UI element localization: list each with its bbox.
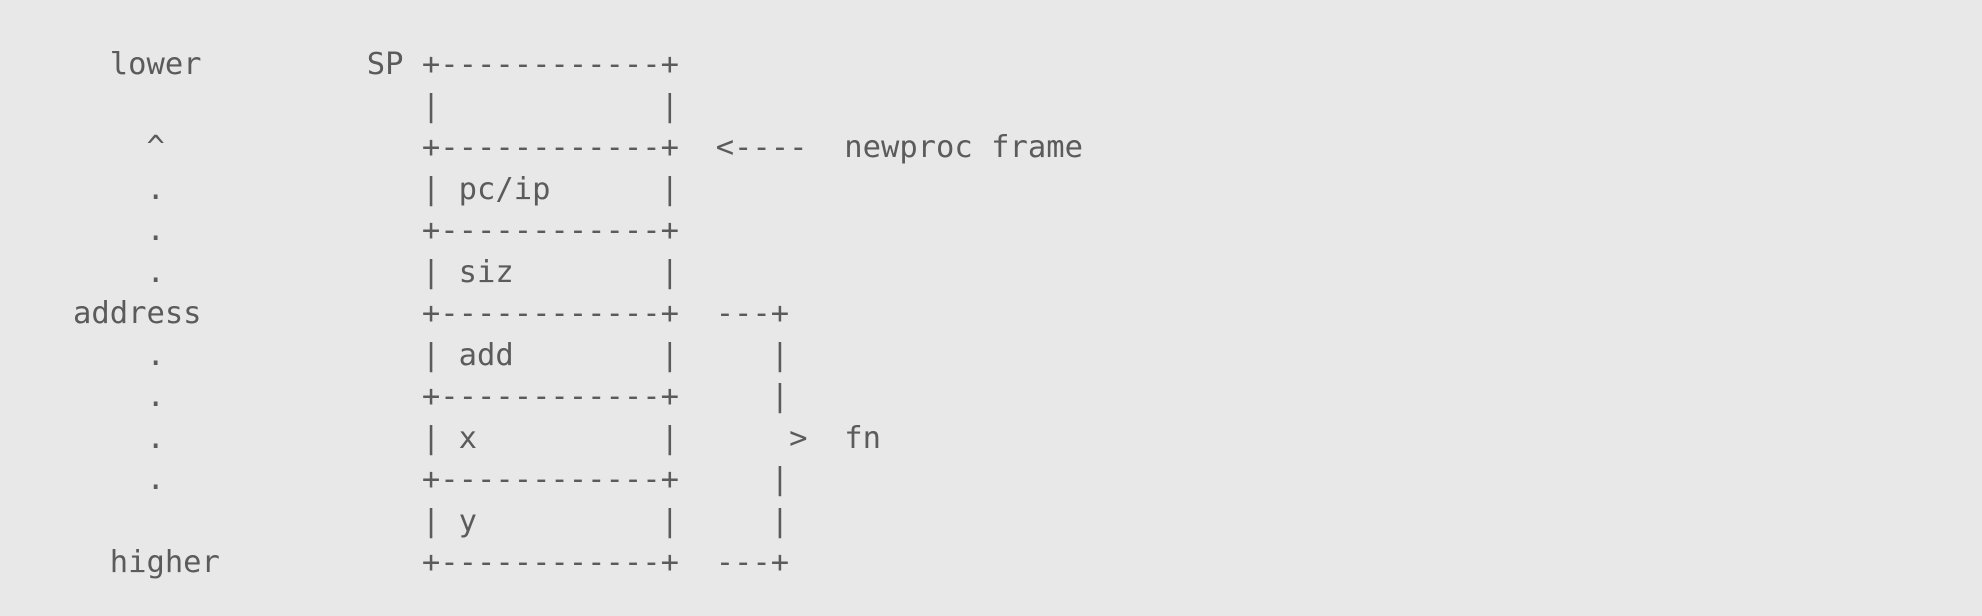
diagram-line-add: . | add | | — [73, 337, 790, 373]
diagram-line: . +------------+ | — [73, 462, 790, 497]
diagram-line-y: | y | | — [73, 503, 790, 539]
diagram-line-newproc-frame: ^ +------------+ <---- newproc frame — [73, 130, 1083, 165]
diagram-line-lower: lower SP +------------+ — [73, 47, 679, 82]
diagram-line-pc-ip: . | pc/ip | — [73, 171, 679, 207]
diagram-line: | | — [73, 88, 679, 124]
diagram-line-address: address +------------+ ---+ — [73, 296, 790, 331]
diagram-line: . +------------+ — [73, 213, 679, 248]
diagram-line-x-fn: . | x | > fn — [73, 420, 881, 456]
stack-frame-diagram: lower SP +------------+ | | ^ +---------… — [73, 44, 1083, 584]
diagram-line-higher: higher +------------+ ---+ — [73, 545, 790, 580]
diagram-line-siz: . | siz | — [73, 254, 679, 290]
diagram-line: . +------------+ | — [73, 379, 790, 414]
